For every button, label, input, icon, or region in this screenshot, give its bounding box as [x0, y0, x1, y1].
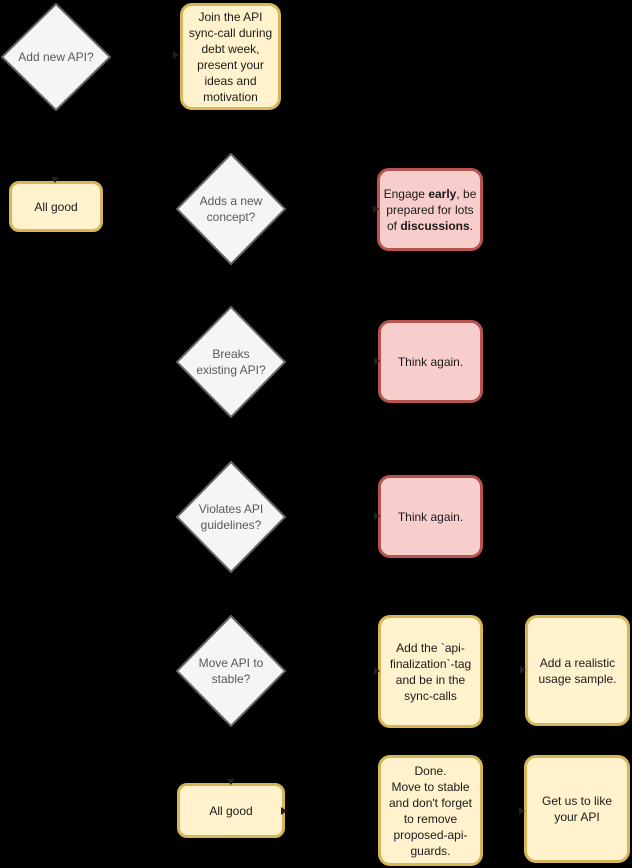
diamond-shape: [176, 615, 286, 727]
action-all-good-bottom: All good: [177, 783, 285, 838]
arrowhead-icon: [520, 666, 526, 674]
action-add-finalization-tag: Add the `api- finalization`-tag and be i…: [378, 615, 483, 728]
decision-violates-guidelines: Violates API guidelines?: [176, 461, 286, 573]
arrowhead-icon: [173, 51, 179, 59]
decision-label: Add new API?: [18, 50, 94, 64]
decision-label: Breaks existing API?: [196, 347, 266, 377]
arrowhead-icon: [374, 357, 380, 365]
arrowhead-icon: [519, 807, 525, 815]
warning-think-again-1: Think again.: [378, 320, 483, 403]
warning-think-again-2: Think again.: [378, 475, 483, 558]
arrowhead-icon: [374, 512, 380, 520]
action-done-move-to-stable: Done. Move to stable and don't forget to…: [378, 755, 483, 866]
decision-add-new-api: Add new API?: [1, 3, 111, 111]
diamond-shape: [176, 153, 286, 265]
arrowhead-icon: [281, 807, 287, 815]
decision-label: Move API to stable?: [198, 656, 264, 686]
action-all-good-left: All good: [9, 181, 103, 232]
decision-adds-new-concept: Adds a new concept?: [176, 153, 286, 265]
diamond-shape: [1, 3, 111, 111]
arrowhead-icon: [227, 779, 235, 785]
decision-breaks-existing-api: Breaks existing API?: [176, 306, 286, 418]
arrowhead-icon: [51, 177, 59, 183]
action-usage-sample: Add a realistic usage sample.: [525, 615, 630, 726]
action-join-sync-call: Join the API sync-call during debt week,…: [180, 3, 281, 110]
arrowhead-icon: [374, 667, 380, 675]
decision-label: Adds a new concept?: [199, 194, 263, 224]
arrowhead-icon: [373, 205, 379, 213]
action-get-us-to-like: Get us to like your API: [524, 755, 630, 863]
diamond-shape: [176, 306, 286, 418]
warning-engage-early: Engage early, be prepared for lots of di…: [377, 168, 483, 251]
decision-move-api-to-stable: Move API to stable?: [176, 615, 286, 727]
decision-label: Violates API guidelines?: [198, 502, 264, 532]
diamond-shape: [176, 461, 286, 573]
